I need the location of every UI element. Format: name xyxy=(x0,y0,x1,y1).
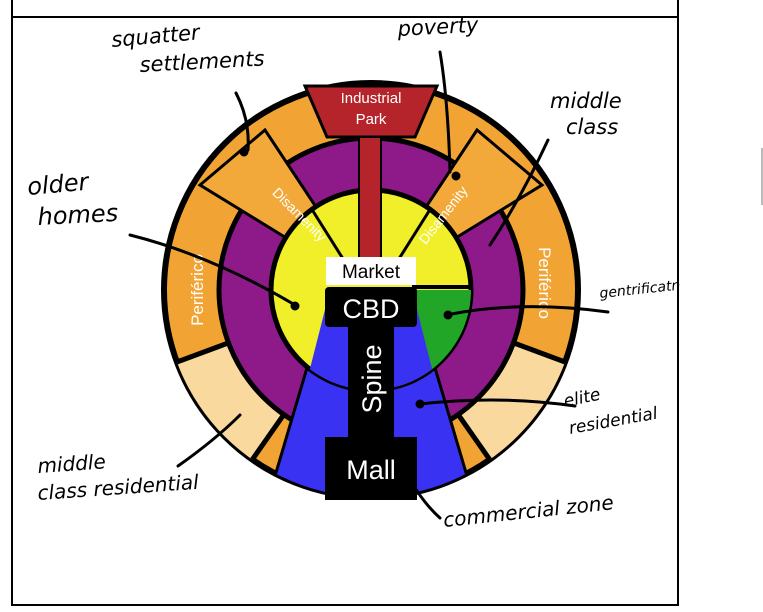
spine-label-block xyxy=(348,322,394,437)
annotation-squatter-line1: squatter xyxy=(110,20,202,52)
annotation-elite-line1: elite xyxy=(562,385,602,412)
sector-divider xyxy=(395,199,438,263)
leader-squatter xyxy=(234,91,250,152)
annotation-poverty: poverty xyxy=(396,13,480,41)
annotation-squatter-line2: settlements xyxy=(139,46,265,77)
leader-dot xyxy=(290,301,300,311)
annotation-older-homes-line1: older xyxy=(26,168,92,201)
leader-dot xyxy=(239,147,249,157)
industrial-park-label-line2: Park xyxy=(356,111,387,128)
annotation-middle-class-line2: class xyxy=(566,115,618,139)
periferico-right-label: Periférico xyxy=(535,247,554,319)
annotation-gentrification: gentrificatn xyxy=(599,278,681,302)
cbd-label: CBD xyxy=(342,294,399,324)
leader-poverty xyxy=(438,50,452,174)
leader-commercial xyxy=(403,468,442,520)
industrial-corridor xyxy=(358,136,382,262)
leader-dot xyxy=(451,171,461,181)
annotation-middle-class-res-line1: middle xyxy=(37,449,107,478)
mall-label: Mall xyxy=(346,455,396,485)
cbd-block xyxy=(325,287,417,327)
leader-dot xyxy=(443,310,453,320)
leader-older-homes xyxy=(128,233,297,307)
industrial-park-label-line1: Industrial xyxy=(341,90,402,107)
industrial-park-block xyxy=(302,84,440,139)
annotation-elite-line2: residential xyxy=(567,404,659,439)
annotation-older-homes-line2: homes xyxy=(37,199,119,231)
mall-block xyxy=(325,437,417,500)
spine-label: Spine xyxy=(357,344,387,413)
leader-dot xyxy=(415,399,425,409)
leader-middle-class xyxy=(488,138,550,247)
sector-divider xyxy=(304,199,347,263)
leader-middle-class-res xyxy=(176,413,242,468)
market-block xyxy=(326,257,416,285)
leader-gentrification xyxy=(444,305,610,317)
annotation-commercial-zone: commercial zone xyxy=(442,490,615,532)
market-label: Market xyxy=(342,262,401,283)
leader-elite xyxy=(418,398,577,408)
periferico-left-label: Periférico xyxy=(188,254,207,326)
annotation-leaders xyxy=(128,50,610,520)
annotation-middle-class-line1: middle xyxy=(550,89,622,113)
